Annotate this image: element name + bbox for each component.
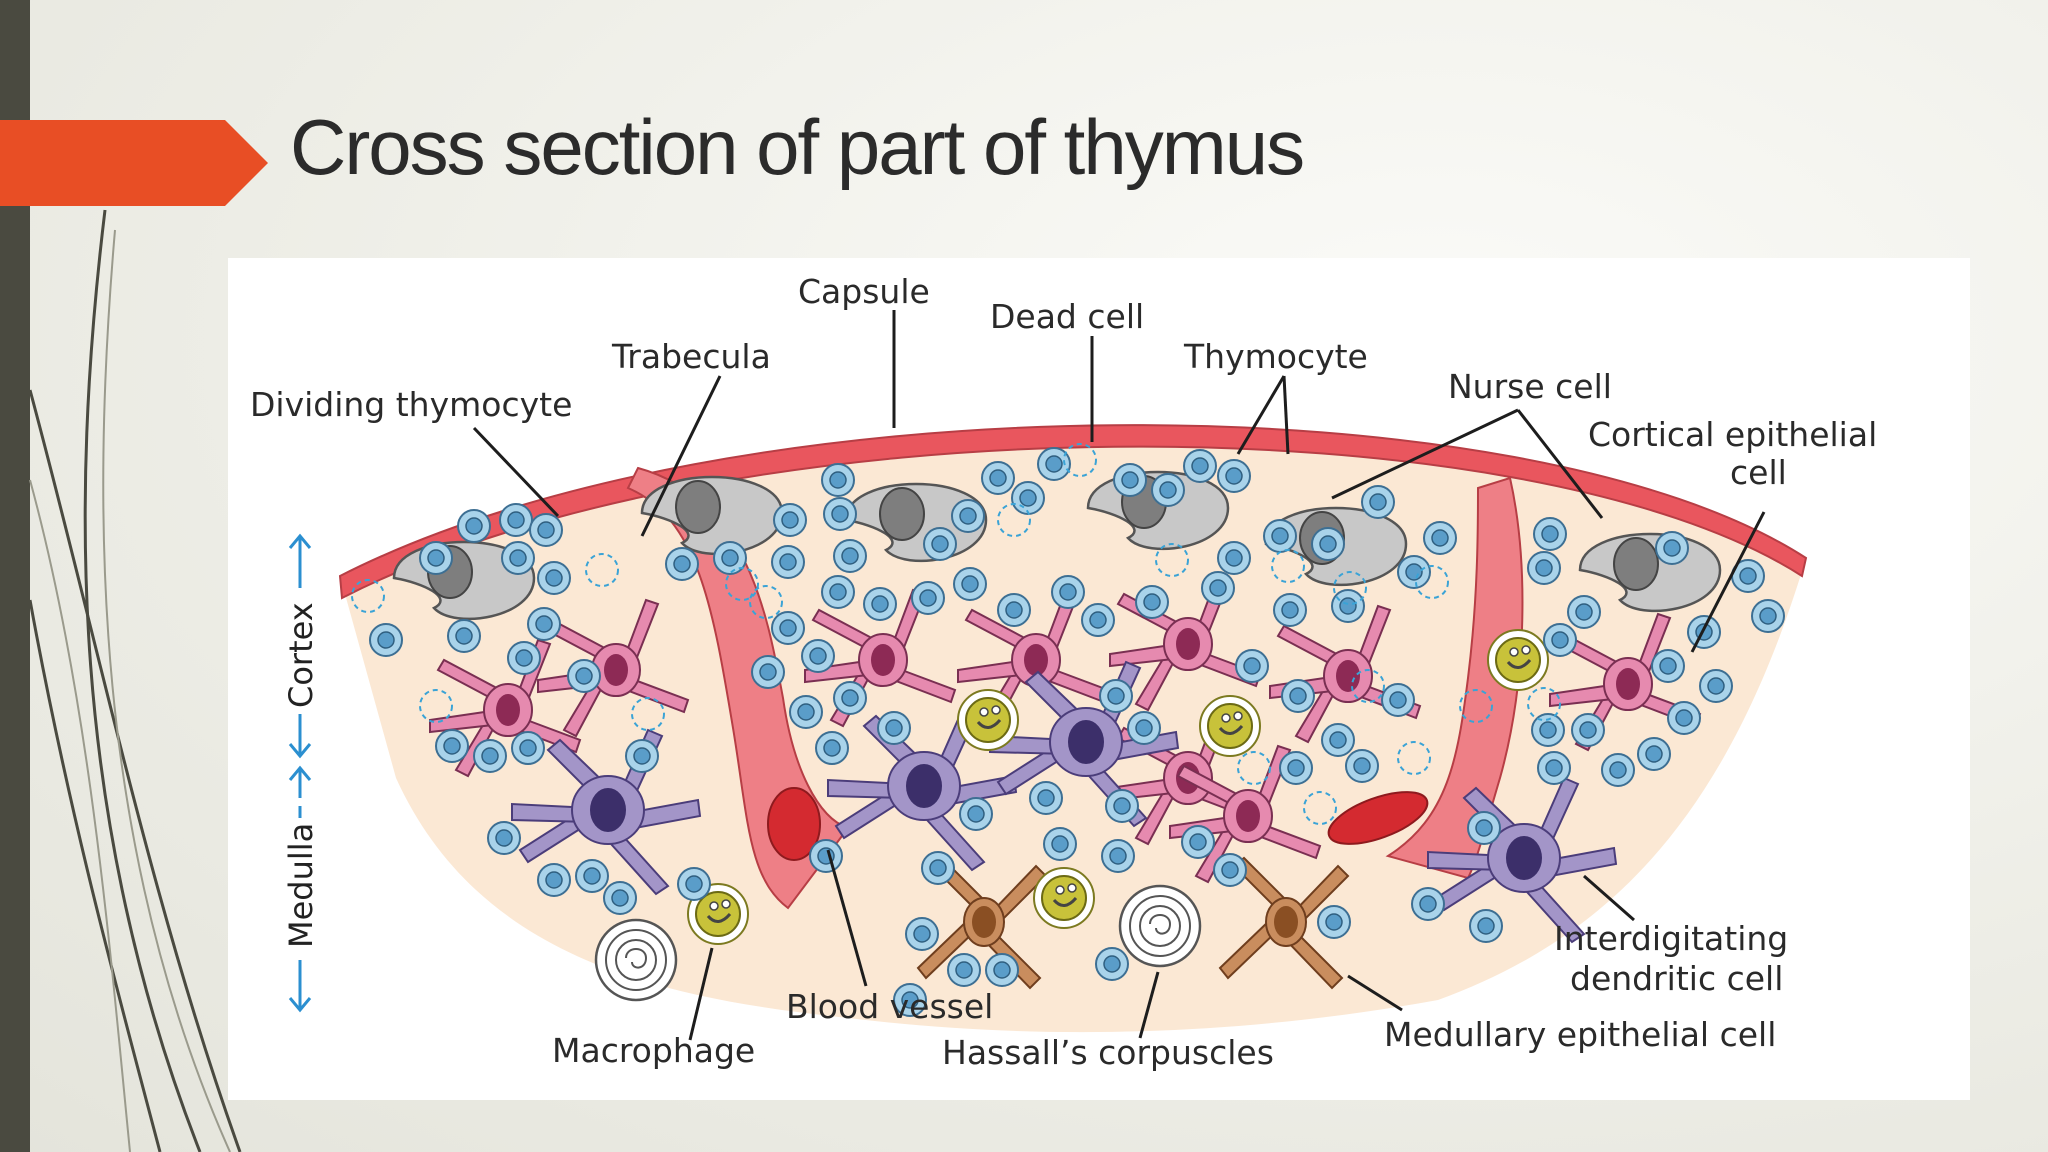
- label-trabecula: Trabecula: [611, 337, 771, 376]
- label-dividing-thymocyte: Dividing thymocyte: [250, 385, 572, 424]
- label-medullary-epithelial: Medullary epithelial cell: [1384, 1015, 1776, 1054]
- label-hassalls-corpuscles: Hassall’s corpuscles: [942, 1033, 1274, 1072]
- axis-label-medulla: Medulla: [282, 823, 320, 948]
- thymus-diagram: Capsule Dead cell Trabecula Thymocyte Nu…: [228, 258, 1970, 1100]
- label-cortical-epithelial-line2: cell: [1730, 453, 1787, 492]
- label-nurse-cell: Nurse cell: [1448, 367, 1612, 406]
- label-cortical-epithelial-line1: Cortical epithelial: [1588, 415, 1877, 454]
- label-thymocyte: Thymocyte: [1183, 337, 1368, 376]
- label-capsule: Capsule: [798, 272, 930, 311]
- label-macrophage: Macrophage: [552, 1031, 755, 1070]
- label-dead-cell: Dead cell: [990, 297, 1144, 336]
- title-arrow-tag: [0, 120, 268, 206]
- cortex-medulla-axis: [288, 533, 312, 1013]
- label-blood-vessel: Blood vessel: [786, 987, 993, 1026]
- label-interdigitating-line2: dendritic cell: [1570, 959, 1783, 998]
- slide-title: Cross section of part of thymus: [290, 103, 1305, 191]
- decorative-lines: [28, 209, 242, 1152]
- axis-label-cortex: Cortex: [282, 602, 320, 708]
- thymus-illustration: Capsule Dead cell Trabecula Thymocyte Nu…: [250, 272, 1877, 1072]
- label-interdigitating-line1: Interdigitating: [1554, 919, 1788, 958]
